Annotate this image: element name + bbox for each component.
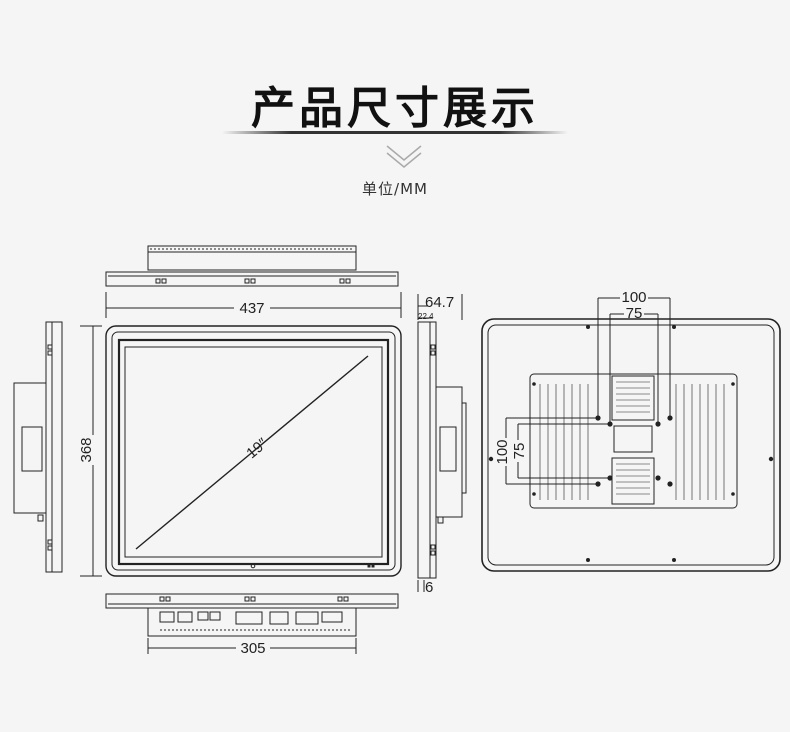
bottom-width-label: 305: [240, 640, 265, 657]
width-dimension: [105, 292, 402, 318]
bottom-view: [105, 593, 399, 637]
double-chevron-down-icon: [386, 145, 422, 168]
depth-dimension: [417, 294, 463, 592]
front-view: [105, 325, 402, 577]
height-dimension: [80, 325, 102, 577]
vesa-inner-h-label: 75: [626, 305, 643, 322]
depth-label: 64.7: [425, 294, 454, 311]
vesa-outer-h-label: 100: [621, 289, 646, 306]
bezel-label: 6: [425, 579, 433, 596]
width-label: 437: [239, 300, 264, 317]
vesa-vertical-dimensions: [505, 417, 610, 485]
rear-mount-holes: [488, 325, 774, 562]
top-view: [105, 245, 399, 287]
unit-label: 单位/MM: [362, 180, 428, 198]
bottom-width-dimension: [147, 638, 357, 654]
vesa-outer-v-label: 100: [494, 439, 511, 464]
rear-view: [481, 318, 781, 572]
vesa-horizontal-dimensions: [597, 297, 671, 424]
title-underline: [222, 131, 568, 134]
vesa-inner-v-label: 75: [511, 443, 528, 460]
right-side-view: [417, 321, 467, 579]
left-side-view: [13, 321, 63, 573]
page-title: 产品尺寸展示: [251, 83, 539, 134]
screen-size-label: 19″: [243, 435, 271, 463]
depth-small-label: 22.4: [418, 312, 434, 321]
height-label: 368: [78, 437, 95, 462]
